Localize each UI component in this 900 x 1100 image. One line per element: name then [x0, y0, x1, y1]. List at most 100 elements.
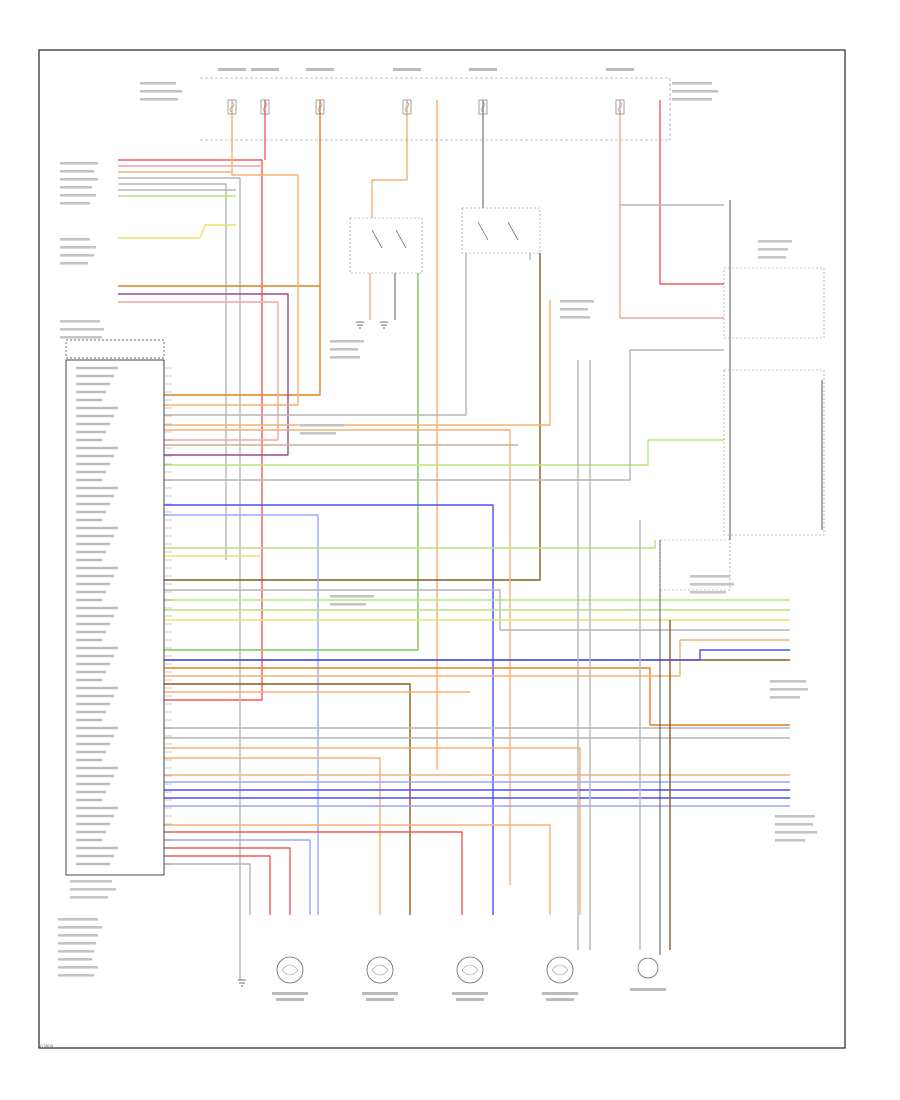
label-text-block: [775, 839, 805, 842]
steering-switch-block: [349, 217, 423, 274]
wire-lightgreen-3: [164, 540, 656, 549]
fuse: [315, 99, 325, 115]
module-pin-label: [76, 710, 106, 714]
label-text-block: [775, 823, 813, 826]
sensor-label: [542, 992, 578, 995]
stop-lamp-switch-block: [461, 207, 541, 254]
module-pin-label: [76, 470, 106, 474]
label-text-block: [775, 815, 815, 818]
module-pin-label: [76, 694, 114, 698]
wire-orange-5: [164, 639, 790, 677]
wire-lightblue-1: [164, 514, 319, 915]
wire-green-sw: [164, 273, 419, 651]
label-text-block: [60, 238, 90, 241]
label-text-block: [330, 603, 366, 606]
module-pin-label: [76, 478, 102, 482]
wire-lightgreen-2: [164, 439, 724, 466]
module-pin-label: [76, 830, 106, 834]
module-pin-label: [76, 670, 106, 674]
label-text-block: [560, 308, 588, 311]
module-pin-label: [76, 806, 118, 810]
module-pin-label: [76, 678, 102, 682]
label-text-block: [60, 336, 102, 339]
wire-fuse-4: [371, 100, 408, 218]
wire-orange-4: [164, 667, 790, 726]
label-text-block: [758, 248, 788, 251]
label-text-block: [560, 300, 594, 303]
label-text-block: [58, 966, 98, 969]
sensor-label: [546, 998, 574, 1001]
diagram-border: [38, 49, 846, 1049]
module-pin-label: [76, 742, 110, 746]
module-pin-label: [76, 718, 102, 722]
module-pin-label: [76, 462, 110, 466]
label-text-block: [672, 90, 718, 93]
sensor-label: [272, 992, 308, 995]
fuse-element: [404, 101, 410, 113]
fuse-element: [262, 101, 268, 113]
label-text-block: [300, 432, 336, 435]
module-pin-label: [76, 558, 102, 562]
wire-orange-1: [118, 171, 233, 175]
module-pin-label: [76, 454, 114, 458]
label-text-block: [70, 896, 108, 899]
fuse-label: [606, 68, 634, 71]
module-pin-label: [76, 822, 110, 826]
label-text-block: [690, 591, 726, 594]
fuse-label: [393, 68, 421, 71]
module-pin-label: [76, 438, 102, 442]
module-pin-label: [76, 702, 110, 706]
wire-blue-1: [164, 504, 494, 915]
module-pin-label: [76, 550, 106, 554]
sensor-coil: [371, 964, 389, 976]
label-text-block: [672, 82, 712, 85]
module-pin-label: [76, 406, 118, 410]
label-text-block: [690, 575, 730, 578]
label-text-block: [58, 934, 98, 937]
module-pin-label: [76, 790, 106, 794]
wire-red-4: [164, 855, 271, 915]
module-pin-label: [76, 590, 106, 594]
wheel-speed-sensor: [456, 956, 484, 984]
pressure-sensor: [637, 957, 659, 979]
module-pin-label: [76, 574, 114, 578]
wire-red-2: [164, 831, 463, 915]
label-text-block: [560, 316, 590, 319]
module-pin-label: [76, 758, 102, 762]
wire-orange-8: [164, 757, 381, 915]
module-pin-label: [76, 542, 110, 546]
module-pin-label: [76, 366, 118, 370]
sensor-label: [630, 988, 666, 991]
label-text-block: [770, 680, 806, 683]
module-pin-label: [76, 598, 102, 602]
wire-orange-dlc: [118, 285, 321, 396]
sensor-label: [456, 998, 484, 1001]
wheel-speed-sensor: [276, 956, 304, 984]
label-text-block: [60, 162, 98, 165]
diagram-code: G3000: [40, 1044, 54, 1049]
module-pin-label: [76, 518, 102, 522]
wheel-speed-sensor: [366, 956, 394, 984]
label-text-block: [60, 178, 98, 181]
module-pin-label: [76, 526, 118, 530]
module-pin-label: [76, 582, 110, 586]
sensor-label: [276, 998, 304, 1001]
fuse-element: [229, 101, 235, 113]
wire-pink-dlc: [118, 301, 279, 441]
component-labels: [58, 82, 817, 977]
module-pin-label: [76, 798, 102, 802]
wire-gray-9: [164, 863, 251, 915]
module-pin-label: [76, 422, 110, 426]
label-text-block: [330, 356, 360, 359]
label-text-block: [140, 90, 182, 93]
label-text-block: [300, 424, 344, 427]
label-text-block: [60, 262, 88, 265]
fuse-label: [218, 68, 246, 71]
label-text-block: [60, 328, 104, 331]
label-text-block: [60, 194, 96, 197]
wire-orange-2: [164, 300, 551, 426]
module-pin-label: [76, 486, 118, 490]
module-pin-label: [76, 630, 106, 634]
module-pin-label: [76, 814, 114, 818]
fuse-element: [617, 101, 623, 113]
